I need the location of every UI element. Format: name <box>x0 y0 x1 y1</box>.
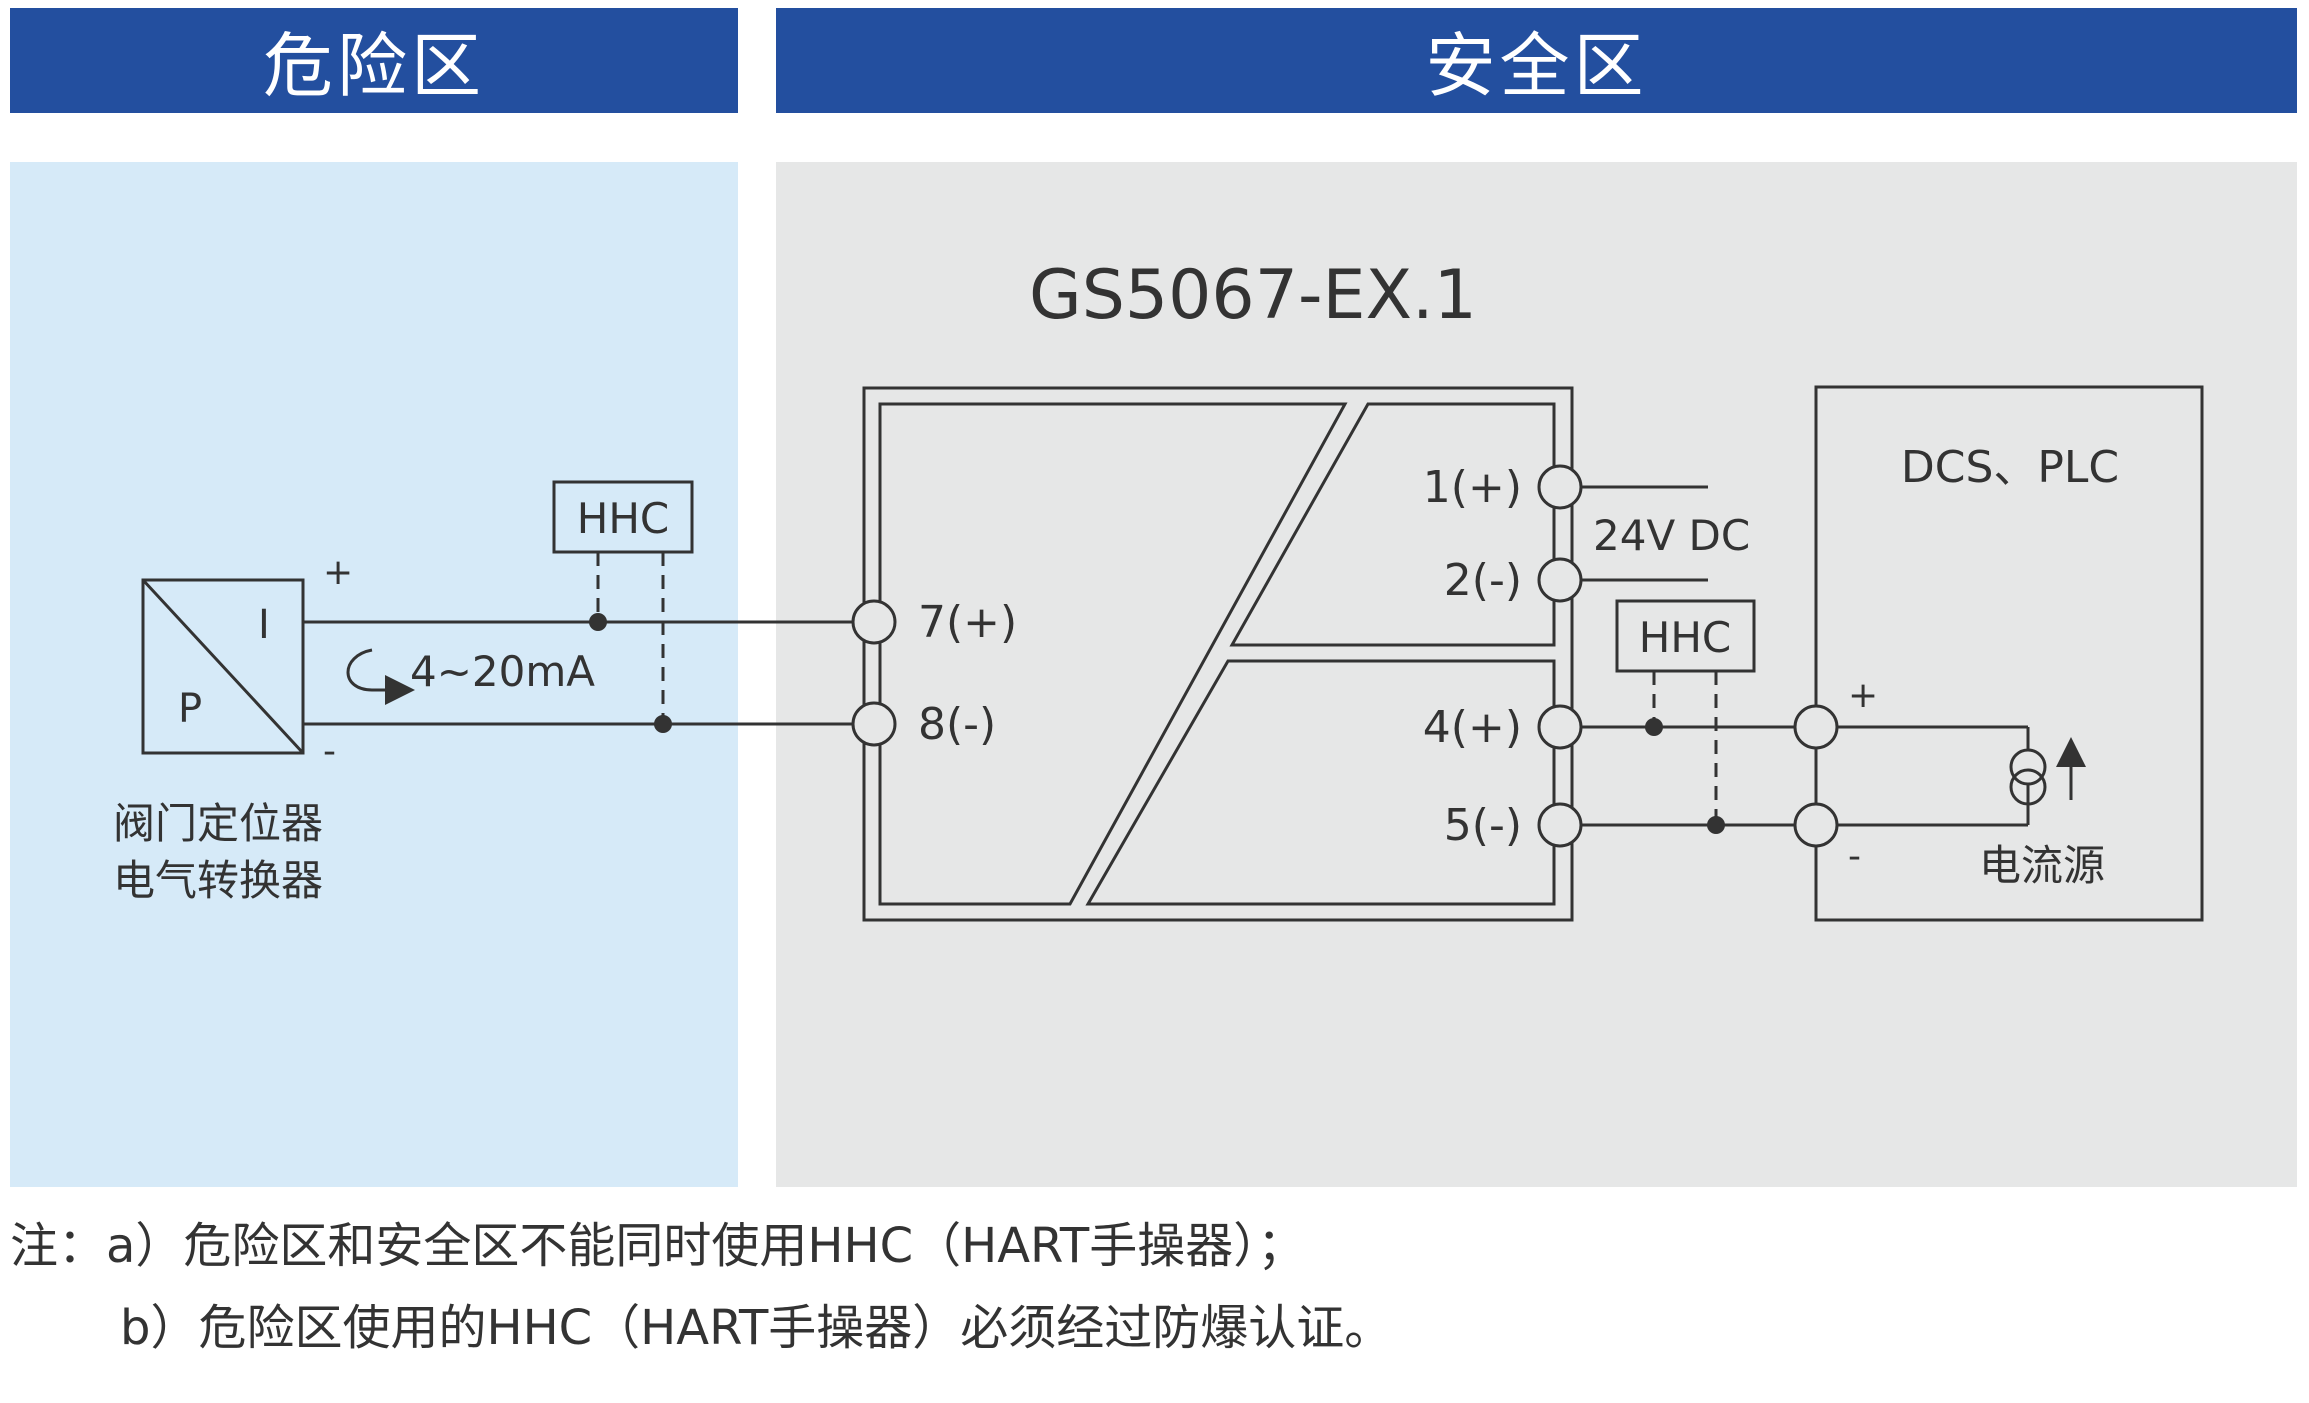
terminal-8 <box>851 701 897 747</box>
note-line-1: 注：a）危险区和安全区不能同时使用HHC（HART手操器）； <box>10 1218 1306 1274</box>
notes: 注：a）危险区和安全区不能同时使用HHC（HART手操器）； b）危险区使用的H… <box>10 1205 1392 1369</box>
terminal-8-label: 8(-) <box>918 699 996 750</box>
current-source-symbol-lower <box>2009 768 2047 806</box>
power-label: 24V DC <box>1593 511 1750 560</box>
current-direction-arrow <box>346 648 415 705</box>
junction-dot <box>654 715 672 733</box>
hazardous-zone-banner: 危险区 <box>10 8 738 113</box>
field-hhc-box <box>552 480 694 554</box>
terminal-7-label: 7(+) <box>918 597 1017 648</box>
field-box-letter-p: P <box>178 686 202 732</box>
field-device-name-line2: 电气转换器 <box>113 856 323 905</box>
junction-dot <box>1707 816 1725 834</box>
field-hhc-label: HHC <box>577 494 670 543</box>
terminal-4 <box>1537 704 1583 750</box>
current-source-label: 电流源 <box>1979 841 2105 890</box>
isolator-model-label: GS5067-EX.1 <box>1029 256 1477 335</box>
terminal-2-label: 2(-) <box>1444 555 1522 606</box>
loop-current-label: 4~20mA <box>410 647 595 696</box>
field-box-letter-i: I <box>258 602 270 648</box>
terminal-1-label: 1(+) <box>1423 462 1522 513</box>
terminal-2 <box>1537 557 1583 603</box>
junction-dot <box>1645 718 1663 736</box>
safe-zone-area <box>776 162 2297 1187</box>
terminal-4-label: 4(+) <box>1423 702 1522 753</box>
dcs-terminal-negative <box>1793 802 1839 848</box>
control-system-title: DCS、PLC <box>1901 442 2119 493</box>
terminal-1 <box>1537 464 1583 510</box>
terminal-5 <box>1537 802 1583 848</box>
junction-dot <box>589 613 607 631</box>
field-device-name-line1: 阀门定位器 <box>113 799 323 848</box>
field-minus-sign: - <box>323 731 336 772</box>
note-line-2: b）危险区使用的HHC（HART手操器）必须经过防爆认证。 <box>120 1300 1393 1356</box>
hazardous-zone-area <box>10 162 738 1187</box>
field-device-box <box>141 578 305 755</box>
safe-zone-title: 安全区 <box>1425 25 1648 107</box>
safe-zone-banner: 安全区 <box>776 8 2297 113</box>
safe-hhc-box <box>1615 599 1756 673</box>
dcs-plus-sign: + <box>1848 675 1878 716</box>
current-source-symbol-upper <box>2009 748 2047 786</box>
control-system-box <box>1814 385 2204 922</box>
hazardous-zone-title: 危险区 <box>263 25 485 107</box>
terminal-5-label: 5(-) <box>1444 800 1522 851</box>
dcs-terminal-positive <box>1793 704 1839 750</box>
dcs-minus-sign: - <box>1848 836 1861 877</box>
field-plus-sign: + <box>323 552 353 593</box>
terminal-7 <box>851 599 897 645</box>
safe-hhc-label: HHC <box>1639 613 1732 662</box>
